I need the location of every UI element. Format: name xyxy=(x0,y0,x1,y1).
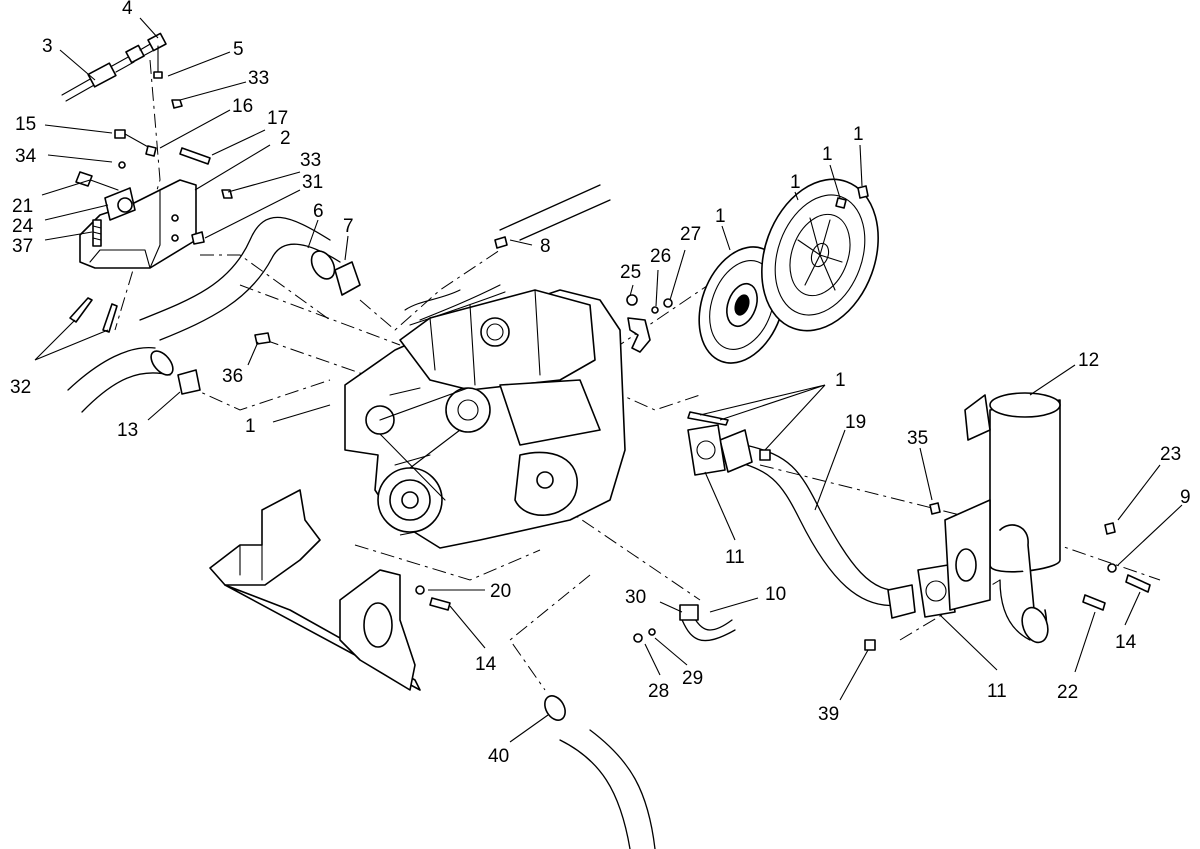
callout-label: 11 xyxy=(987,681,1007,702)
callout-label: 13 xyxy=(117,420,138,441)
throttle-cable xyxy=(61,32,167,102)
leader-lines xyxy=(34,17,1183,743)
callout-label: 1 xyxy=(790,172,801,193)
callout-label: 39 xyxy=(818,704,839,725)
callout-label: 21 xyxy=(12,196,33,217)
fuel-line xyxy=(254,332,736,643)
callout-label: 6 xyxy=(313,201,324,222)
callout-label: 4 xyxy=(122,0,133,19)
callout-label: 15 xyxy=(15,114,36,135)
callout-label: 1 xyxy=(853,124,864,145)
callout-label: 19 xyxy=(845,412,866,433)
callout-label: 9 xyxy=(1180,487,1191,508)
callout-label: 37 xyxy=(12,236,33,257)
callout-label: 34 xyxy=(15,146,37,167)
callout-label: 1 xyxy=(835,370,846,391)
callout-label: 14 xyxy=(475,654,497,675)
exhaust-pipe xyxy=(719,429,916,619)
callout-label: 1 xyxy=(822,144,833,165)
exhaust-gaskets xyxy=(687,411,956,651)
pressure-plate xyxy=(761,178,879,332)
callout-label: 14 xyxy=(1115,632,1137,653)
drain-hose xyxy=(544,695,656,849)
engine-mount-rails xyxy=(209,489,421,691)
radiator-hoses xyxy=(67,184,611,413)
callout-label: 26 xyxy=(650,246,671,267)
callout-label: 32 xyxy=(10,377,31,398)
callout-label: 36 xyxy=(222,366,243,387)
callout-label: 22 xyxy=(1057,682,1078,703)
callout-label: 5 xyxy=(233,39,244,60)
callout-label: 1 xyxy=(715,206,726,227)
callout-label: 23 xyxy=(1160,444,1181,465)
callout-label: 24 xyxy=(12,216,34,237)
muffler xyxy=(929,392,1151,644)
throttle-bracket xyxy=(75,161,197,269)
callout-label: 2 xyxy=(280,128,291,149)
callout-label: 40 xyxy=(488,746,509,767)
callout-label: 12 xyxy=(1078,350,1099,371)
callout-label: 10 xyxy=(765,584,786,605)
callout-label: 11 xyxy=(725,547,745,568)
callout-label: 7 xyxy=(343,216,354,237)
callout-label: 25 xyxy=(620,262,641,283)
bracket-hardware xyxy=(69,99,233,333)
callout-label: 33 xyxy=(300,150,321,171)
clutch-hardware xyxy=(494,185,869,353)
callout-label: 27 xyxy=(680,224,701,245)
callout-label: 3 xyxy=(42,36,53,57)
callout-label: 31 xyxy=(302,172,323,193)
callout-label: 28 xyxy=(648,681,669,702)
callout-label: 29 xyxy=(682,668,703,689)
callout-label: 17 xyxy=(267,108,288,129)
callout-label: 33 xyxy=(248,68,269,89)
callout-label: 20 xyxy=(490,581,511,602)
callout-label: 8 xyxy=(540,236,551,257)
engine-assembly xyxy=(344,284,626,549)
callout-label: 1 xyxy=(245,416,256,437)
callout-label: 16 xyxy=(232,96,253,117)
callout-labels: 4 3 5 33 16 15 17 34 2 33 31 21 24 37 6 … xyxy=(10,0,1191,767)
callout-label: 30 xyxy=(625,587,646,608)
callout-label: 35 xyxy=(907,428,928,449)
